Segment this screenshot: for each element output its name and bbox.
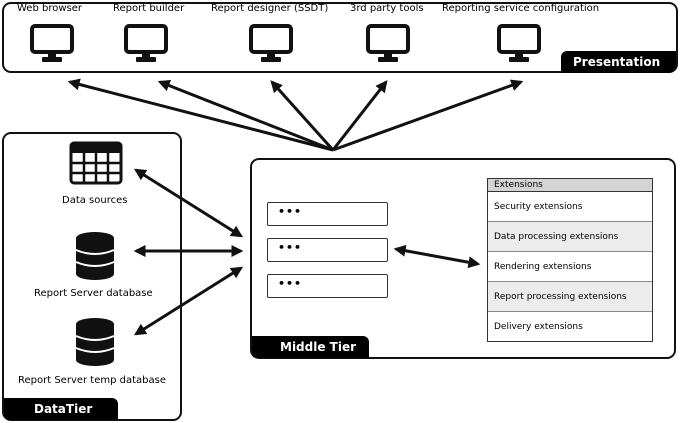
extension-item-data-processing: Data processing extensions <box>488 222 652 252</box>
middle-tier-label: Middle Tier <box>252 336 369 358</box>
arrow-to-reporting-config <box>332 79 524 152</box>
extension-item-security: Security extensions <box>488 192 652 222</box>
extension-item-delivery: Delivery extensions <box>494 322 583 332</box>
arrow-to-report-designer <box>270 80 335 152</box>
client-label-report-designer: Report designer (SSDT) <box>211 3 329 14</box>
arrow-servers-extensions <box>393 244 481 269</box>
presentation-tier-label: Presentation Tier <box>561 51 676 91</box>
database-icon <box>75 232 115 280</box>
extension-item-rendering: Rendering extensions <box>488 252 652 282</box>
report-server-temp-db-label: Report Server temp database <box>18 375 167 386</box>
monitor-icon <box>366 24 410 62</box>
presentation-tier-box <box>2 2 678 73</box>
server-instance: ••• <box>267 274 388 298</box>
database-icon <box>75 318 115 366</box>
extensions-panel: Extensions Security extensions Data proc… <box>487 178 653 342</box>
monitor-icon <box>249 24 293 62</box>
extension-item-report-processing: Report processing extensions <box>488 282 652 312</box>
arrow-to-3rd-party-tools <box>331 80 388 151</box>
arrow-data-sources-middle <box>133 168 244 238</box>
report-server-db-label: Report Server database <box>34 288 153 299</box>
data-tier-label: DataTier <box>4 398 118 420</box>
server-instance: ••• <box>267 238 388 262</box>
client-label-web-browser: Web browser <box>17 3 82 14</box>
arrow-temp-db-middle <box>133 266 244 336</box>
arrow-to-report-builder <box>157 79 334 152</box>
monitor-icon <box>124 24 168 62</box>
monitor-icon <box>497 24 541 62</box>
arrow-to-web-browser <box>67 78 334 152</box>
extensions-header: Extensions <box>488 179 652 192</box>
client-label-report-builder: Report builder <box>113 3 185 14</box>
monitor-icon <box>30 24 74 62</box>
client-label-3rd-party-tools: 3rd party tools <box>350 3 424 14</box>
table-grid-icon <box>69 141 123 185</box>
client-label-reporting-config: Reporting service configuration <box>442 3 600 14</box>
server-instance: ••• <box>267 202 388 226</box>
data-sources-label: Data sources <box>62 195 128 206</box>
